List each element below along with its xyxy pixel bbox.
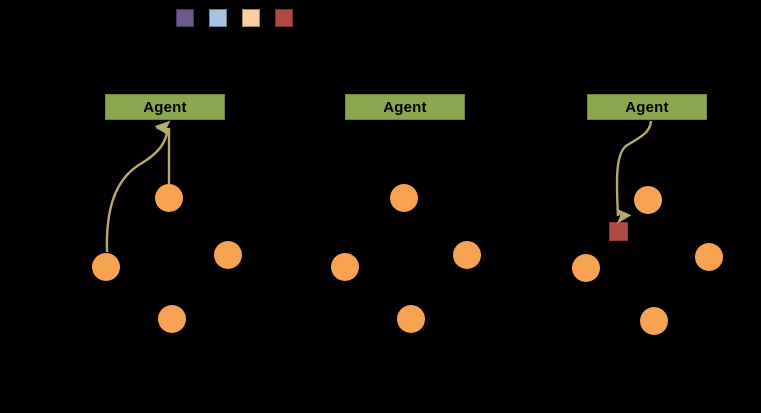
agent-label: Agent: [383, 98, 427, 116]
agent-label: Agent: [625, 98, 669, 116]
panel-1-node-top[interactable]: [155, 184, 183, 212]
panel-2-node-bottom[interactable]: [397, 305, 425, 333]
panel-3-node-target-square[interactable]: [608, 221, 628, 241]
panel-3-node-right[interactable]: [695, 243, 723, 271]
agent-box-1[interactable]: Agent: [105, 94, 225, 120]
agent-label: Agent: [143, 98, 187, 116]
swatch-peach: [242, 9, 260, 27]
panel-3-node-left[interactable]: [572, 254, 600, 282]
panel-2-node-right[interactable]: [453, 241, 481, 269]
panel-2-node-top[interactable]: [390, 184, 418, 212]
swatch-lightblue: [209, 9, 227, 27]
agent-box-2[interactable]: Agent: [345, 94, 465, 120]
panel-3-node-bottom[interactable]: [640, 307, 668, 335]
panel-1-node-left[interactable]: [92, 253, 120, 281]
agent-box-3[interactable]: Agent: [587, 94, 707, 120]
swatch-darkred: [275, 9, 293, 27]
panel-1-node-bottom[interactable]: [158, 305, 186, 333]
swatch-purple: [176, 9, 194, 27]
panel-2-node-left[interactable]: [331, 253, 359, 281]
panel-3-node-top[interactable]: [634, 186, 662, 214]
panel-1-node-right[interactable]: [214, 241, 242, 269]
color-legend: [176, 9, 293, 27]
